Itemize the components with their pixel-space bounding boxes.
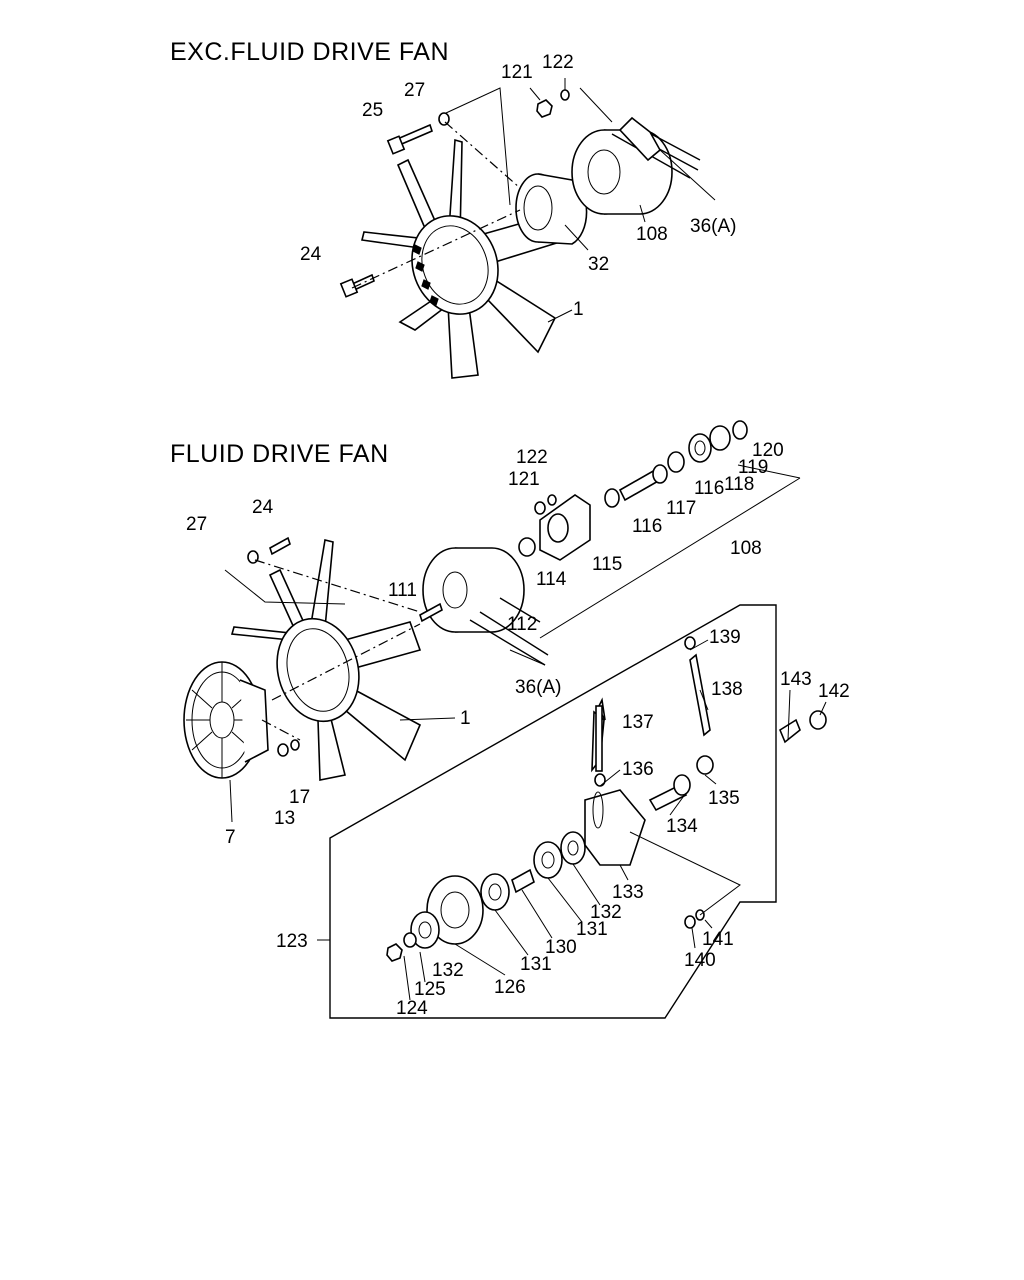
top-washer-122 [560, 89, 570, 101]
top-washer-27 [438, 112, 450, 126]
washer-125 [403, 932, 417, 948]
idler-assembly-123 [386, 636, 827, 962]
callout-140: 140 [684, 950, 716, 971]
nut-124 [386, 943, 403, 962]
hose-138 [689, 653, 711, 737]
callout-138: 138 [711, 679, 743, 700]
callout-135: 135 [708, 788, 740, 809]
bearing-131a [480, 873, 510, 911]
callout-116-lower: 116 [632, 516, 662, 537]
ring-116b [667, 451, 685, 473]
nut-121 [534, 501, 546, 515]
callout-142: 142 [818, 681, 850, 702]
bolt-24 [269, 536, 291, 556]
callout-141: 141 [702, 929, 734, 950]
nut-140 [684, 915, 696, 929]
callout-132-right: 132 [590, 902, 622, 923]
callout-7: 7 [225, 827, 236, 848]
callout-115: 115 [592, 554, 622, 575]
callout-124: 124 [396, 998, 428, 1019]
callout-116-upper: 116 [694, 478, 724, 499]
ring-132a [410, 911, 440, 949]
callout-117: 117 [666, 498, 696, 519]
callout-137: 137 [622, 712, 654, 733]
callout-126: 126 [494, 977, 526, 998]
callout-132-left: 132 [432, 960, 464, 981]
callout-121: 121 [501, 62, 533, 83]
fitting-135 [696, 755, 714, 775]
cap-142 [809, 710, 827, 730]
callout-36a-bottom: 36(A) [515, 677, 561, 698]
bottom-assembly: 122 121 120 119 118 116 117 116 108 115 … [183, 420, 850, 1019]
callout-32: 32 [588, 254, 609, 275]
ring-116a [604, 488, 620, 508]
callout-130: 130 [545, 937, 577, 958]
top-spacer-32 [515, 173, 588, 245]
callout-123: 123 [276, 931, 308, 952]
fitting-143 [779, 718, 801, 744]
callout-114: 114 [536, 569, 567, 590]
top-bolt-25 [386, 123, 433, 155]
fluid-coupling-7 [183, 661, 269, 779]
callout-143: 143 [780, 669, 812, 690]
callout-134: 134 [666, 816, 698, 837]
callout-24-bottom: 24 [252, 497, 274, 518]
bolt-137 [595, 705, 603, 772]
callout-27-bottom: 27 [186, 514, 207, 535]
top-pulley-108 [571, 116, 701, 215]
callout-122: 122 [542, 52, 574, 73]
callout-13: 13 [274, 808, 295, 829]
bolt-111 [419, 602, 443, 623]
spacer-130 [511, 868, 535, 894]
callout-119: 119 [738, 457, 768, 478]
bearing-118 [688, 433, 712, 463]
callout-108-bottom: 108 [730, 538, 762, 559]
callout-136: 136 [622, 759, 654, 780]
callout-27: 27 [404, 80, 425, 101]
ring-120 [732, 420, 748, 440]
ring-119 [709, 425, 731, 451]
callout-24: 24 [300, 244, 322, 265]
callout-133: 133 [612, 882, 644, 903]
ring-132b [560, 831, 586, 865]
callout-25: 25 [362, 100, 383, 121]
callout-36a: 36(A) [690, 216, 736, 237]
tensioner-bracket-115 [539, 494, 591, 561]
callout-118: 118 [724, 474, 754, 495]
washer-17 [290, 739, 300, 751]
callout-111: 111 [388, 580, 417, 601]
bearing-131b [533, 841, 563, 879]
callout-139: 139 [709, 627, 741, 648]
section-title-fluid-drive-fan: FLUID DRIVE FAN [170, 440, 389, 468]
washer-139 [684, 636, 696, 650]
callout-112: 112 [507, 614, 537, 635]
callout-122-bottom: 122 [516, 447, 548, 468]
callout-120: 120 [752, 440, 784, 461]
nut-13 [277, 743, 289, 757]
bearing-114 [518, 537, 536, 557]
callout-17: 17 [289, 787, 310, 808]
callout-1-bottom: 1 [460, 708, 471, 729]
callout-108: 108 [636, 224, 668, 245]
callout-1: 1 [573, 299, 584, 320]
washer-27 [247, 550, 259, 564]
callout-125: 125 [414, 979, 446, 1000]
callout-131-left: 131 [520, 954, 552, 975]
section-title-exc-fluid-drive-fan: EXC.FLUID DRIVE FAN [170, 38, 449, 66]
bottom-pulley-112 [422, 547, 549, 666]
callout-131-right: 131 [576, 919, 608, 940]
washer-136 [594, 773, 606, 787]
callout-121-bottom: 121 [508, 469, 540, 490]
top-assembly: 25 27 121 122 24 32 108 36(A) 1 [300, 52, 736, 379]
washer-122 [547, 494, 557, 506]
top-bolt-24 [339, 273, 375, 298]
top-nut-121 [536, 99, 553, 118]
